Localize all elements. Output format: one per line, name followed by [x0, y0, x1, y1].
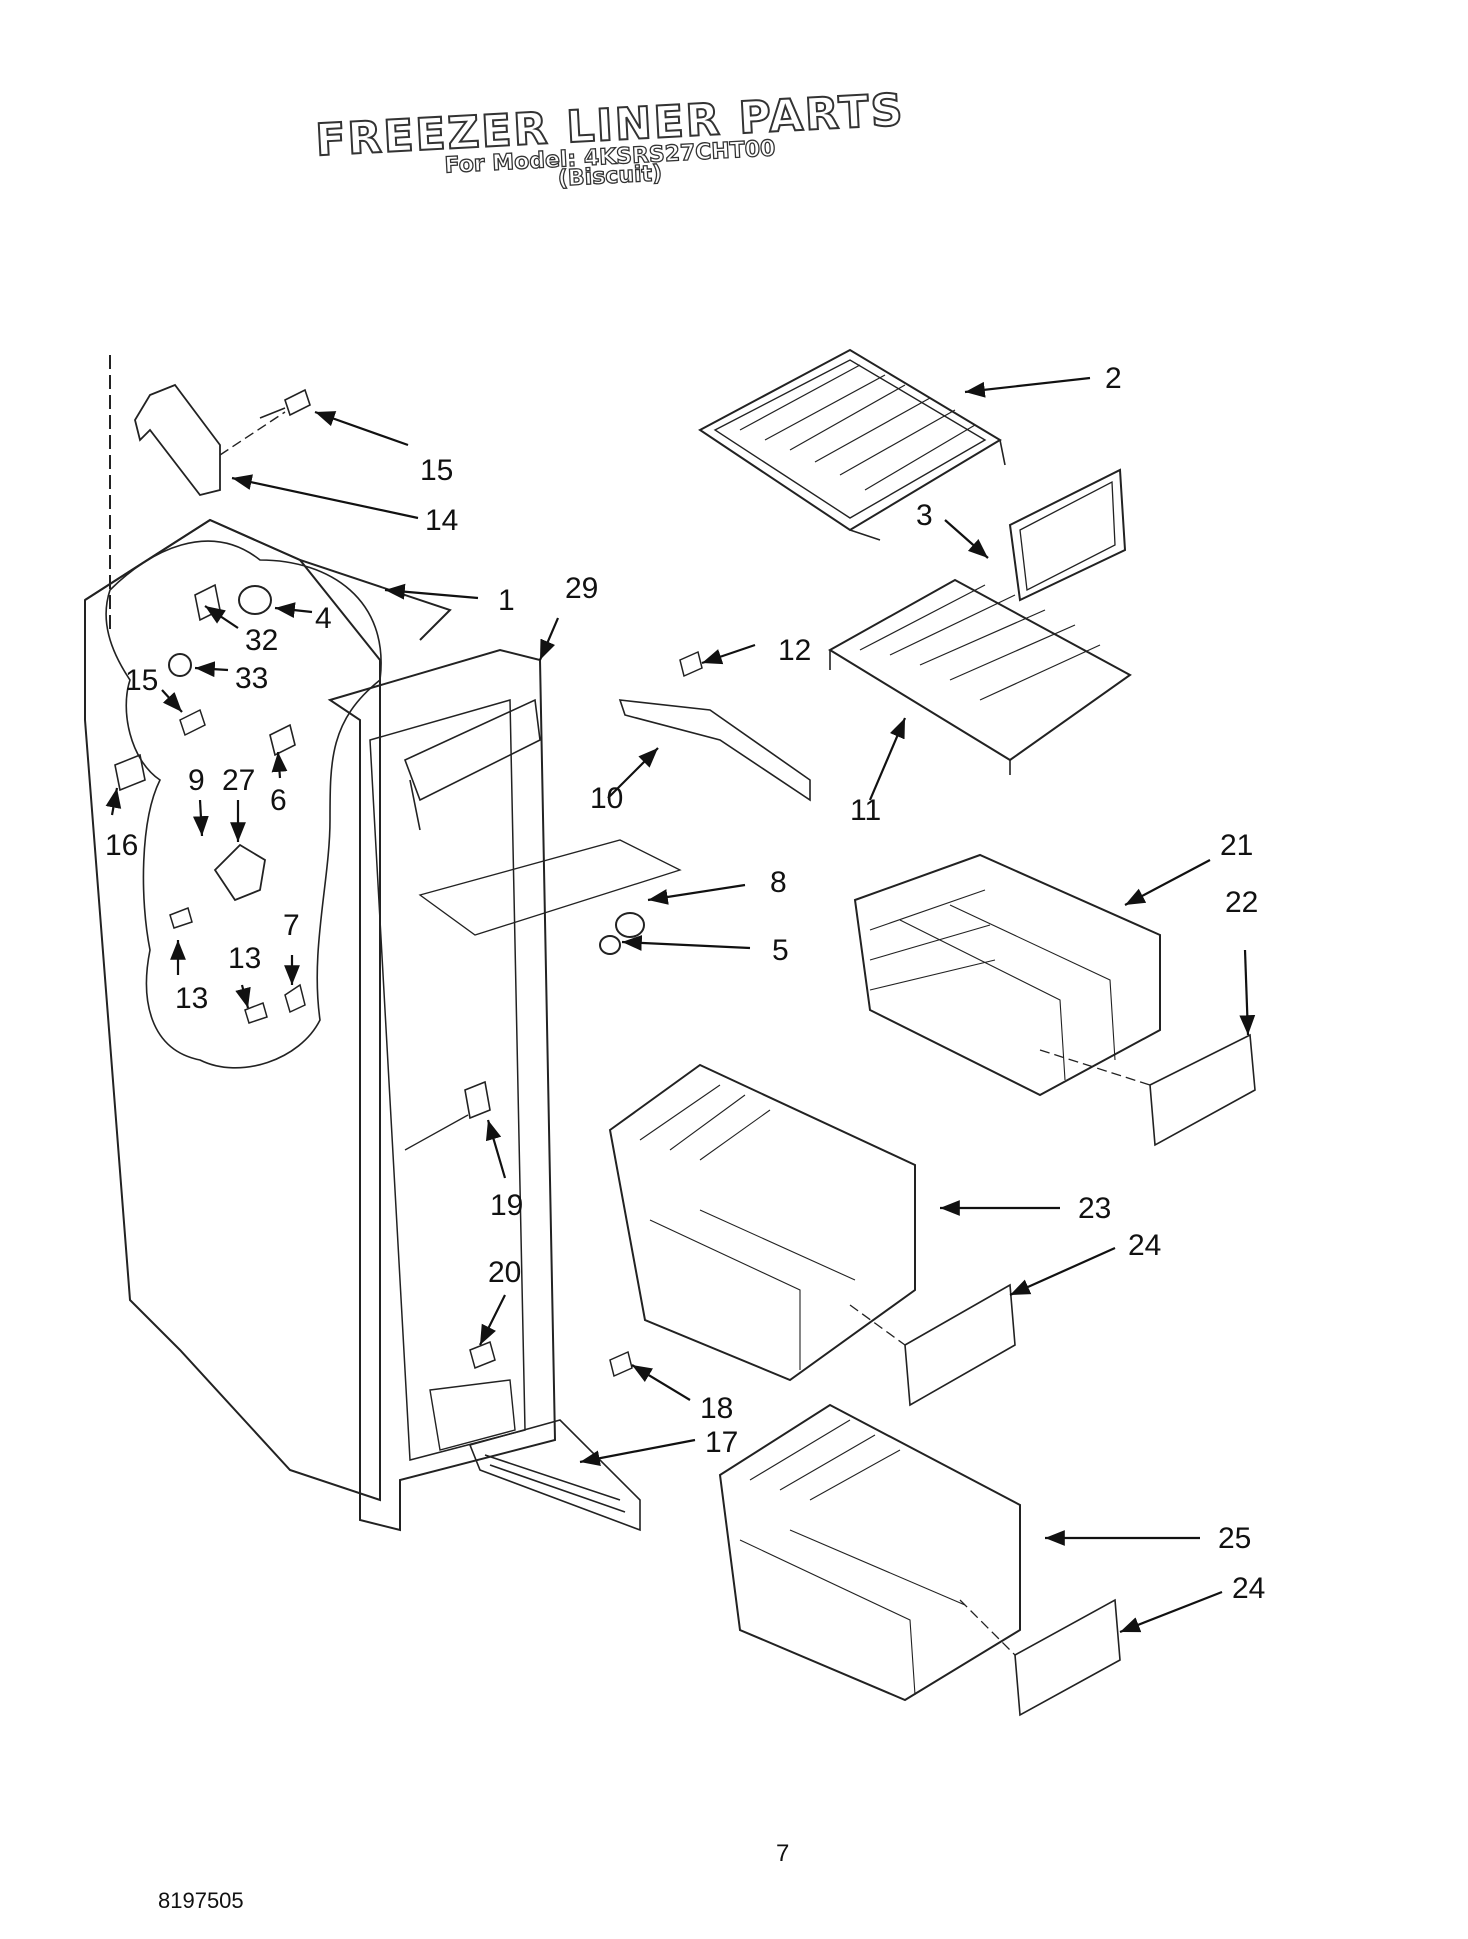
callout-3: 3 [916, 499, 933, 532]
toe-grille [468, 1419, 641, 1532]
lamp-bulb [168, 653, 192, 677]
screw-bottom [609, 1350, 633, 1378]
upper-basket [853, 853, 1161, 1097]
callout-24-middle: 24 [1128, 1229, 1161, 1262]
callout-33: 33 [235, 662, 268, 695]
top-shelf [698, 348, 1006, 541]
callout-8: 8 [770, 866, 787, 899]
page-number: 7 [776, 1840, 790, 1867]
callout-32: 32 [245, 624, 278, 657]
callout-16: 16 [105, 829, 138, 862]
liner-front-frame [327, 648, 557, 1532]
callout-10: 10 [590, 782, 623, 815]
screw-lower [469, 1340, 496, 1370]
basket-front-upper [1149, 1033, 1256, 1147]
control-knob [238, 585, 272, 615]
callout-9: 9 [188, 764, 205, 797]
document-number: 8197505 [158, 1888, 244, 1913]
liner-panel [84, 355, 452, 1502]
callout-11: 11 [850, 794, 881, 827]
callout-13-left: 13 [175, 982, 208, 1015]
callout-21: 21 [1220, 829, 1253, 862]
callout-14: 14 [425, 504, 458, 537]
callout-24-lower: 24 [1232, 1572, 1265, 1605]
hinge-bracket [134, 383, 221, 497]
screw-mid-right [244, 1002, 268, 1024]
trim-strip [403, 698, 541, 831]
callout-19: 19 [490, 1189, 523, 1222]
callout-13-right: 13 [228, 942, 261, 975]
basket-front-lower [1014, 1598, 1121, 1717]
middle-basket [608, 1063, 916, 1382]
screw-left [179, 708, 206, 737]
callout-29: 29 [565, 572, 598, 605]
callout-15-lower: 15 [125, 664, 158, 697]
wire-clip [114, 753, 146, 792]
basket-front-middle [904, 1283, 1016, 1407]
callout-25: 25 [1218, 1522, 1251, 1555]
light-socket [599, 935, 621, 955]
door-switch [464, 1080, 491, 1120]
callout-15: 15 [420, 454, 453, 487]
callout-22: 22 [1225, 886, 1258, 919]
rail-screw [679, 650, 703, 678]
screw-top [259, 388, 311, 419]
leader-lines [105, 376, 1256, 1634]
wire-shelf [828, 578, 1132, 775]
light-plate [418, 839, 682, 936]
retainer-clip [269, 723, 296, 757]
callout-labels: 2 3 15 14 1 29 4 32 33 15 12 6 16 9 27 1… [105, 362, 1265, 1605]
light-lens [615, 912, 645, 938]
lower-basket [718, 1403, 1021, 1702]
shelf-cover [1008, 468, 1127, 602]
callout-4: 4 [315, 602, 332, 635]
callout-23: 23 [1078, 1192, 1111, 1225]
callout-12: 12 [778, 634, 811, 667]
shelf-rail [618, 699, 811, 802]
callout-18: 18 [700, 1392, 733, 1425]
callout-1: 1 [498, 584, 515, 617]
callout-5: 5 [772, 934, 789, 967]
callout-2: 2 [1105, 362, 1122, 395]
callout-17: 17 [705, 1426, 738, 1459]
screw-mid-left [169, 907, 193, 929]
control-housing [213, 843, 266, 902]
small-bracket [284, 983, 306, 1014]
callout-20: 20 [488, 1256, 521, 1289]
callout-6: 6 [270, 784, 287, 817]
callout-7: 7 [283, 909, 300, 942]
callout-27: 27 [222, 764, 255, 797]
